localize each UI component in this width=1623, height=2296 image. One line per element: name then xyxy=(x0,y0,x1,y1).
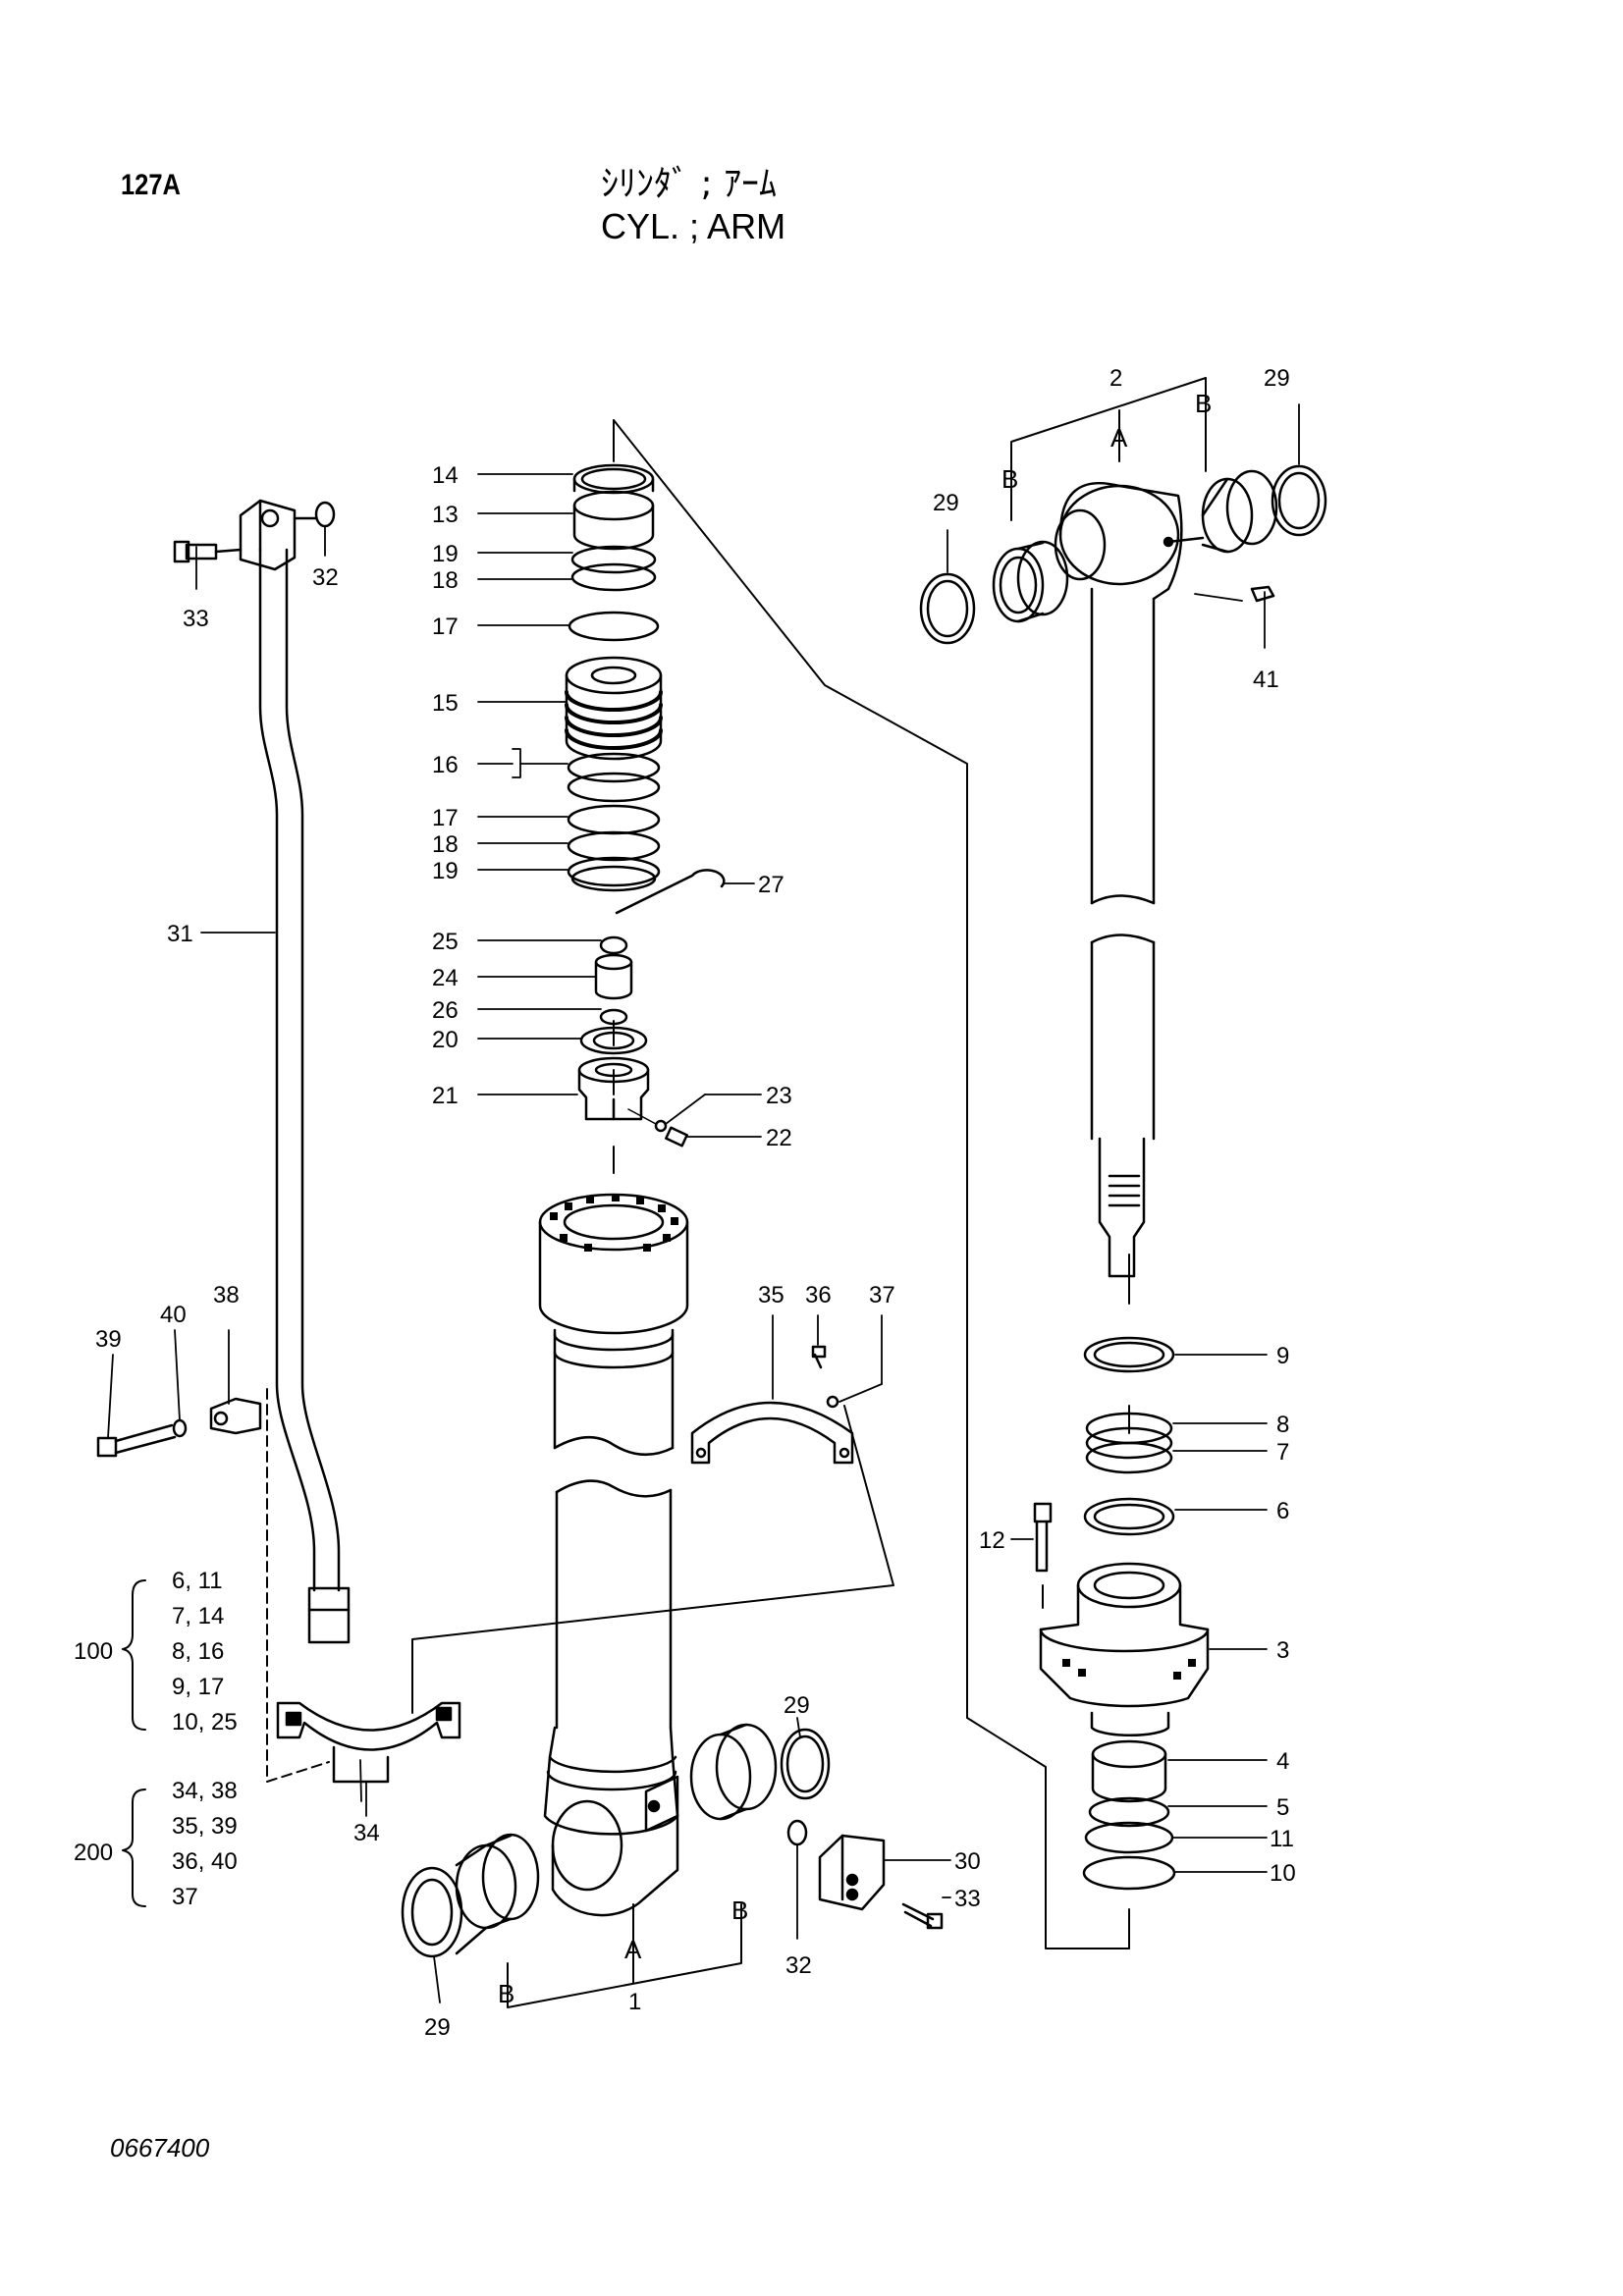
label-3: 3 xyxy=(1276,1637,1289,1664)
leader-lines xyxy=(107,403,1300,2003)
part-number-labels: 14 13 19 18 17 15 16 17 18 19 27 25 24 2… xyxy=(74,365,1296,2041)
label-16: 16 xyxy=(432,752,459,778)
label-38: 38 xyxy=(213,1282,240,1308)
reference-brackets xyxy=(507,377,1207,2008)
label-22: 22 xyxy=(766,1125,792,1151)
kit-200-id: 200 xyxy=(74,1840,113,1866)
kit-200-item: 34, 38 xyxy=(172,1778,238,1804)
letter-a-bottom: A xyxy=(624,1935,642,1964)
valve-block xyxy=(818,1834,944,1930)
label-10: 10 xyxy=(1270,1860,1296,1887)
label-25: 25 xyxy=(432,929,459,955)
label-17b: 17 xyxy=(432,805,459,831)
title-english: CYL. ; ARM xyxy=(601,206,786,246)
clamp-assemblies xyxy=(96,1345,854,1784)
letter-b-bottom-right: B xyxy=(731,1896,748,1925)
kit-200-item: 35, 39 xyxy=(172,1813,238,1840)
label-41: 41 xyxy=(1253,667,1279,693)
label-29-top-right: 29 xyxy=(1264,365,1290,392)
label-4: 4 xyxy=(1276,1748,1289,1775)
label-27: 27 xyxy=(758,872,784,898)
label-29-top-left: 29 xyxy=(933,490,959,516)
piston-rod xyxy=(919,464,1327,1278)
label-34: 34 xyxy=(353,1820,380,1846)
letter-a-top: A xyxy=(1110,423,1128,453)
kit-200-item: 36, 40 xyxy=(172,1848,238,1875)
rod-seal-stack xyxy=(1033,1336,1210,1891)
label-29-mid: 29 xyxy=(784,1692,810,1719)
label-33-bottom: 33 xyxy=(954,1886,981,1912)
label-36: 36 xyxy=(805,1282,832,1308)
kit-100-item: 8, 16 xyxy=(172,1638,224,1665)
label-33-top: 33 xyxy=(183,606,209,632)
hose-pipe xyxy=(173,499,351,1644)
label-13: 13 xyxy=(432,502,459,528)
label-21: 21 xyxy=(432,1083,459,1109)
label-29-bottom: 29 xyxy=(424,2014,451,2041)
label-32-bottom: 32 xyxy=(785,1952,812,1979)
letter-b-top-right: B xyxy=(1195,389,1212,418)
label-14: 14 xyxy=(432,462,459,489)
label-12: 12 xyxy=(979,1527,1005,1554)
label-35: 35 xyxy=(758,1282,784,1308)
label-5: 5 xyxy=(1276,1794,1289,1821)
label-37: 37 xyxy=(869,1282,895,1308)
label-19: 19 xyxy=(432,541,459,567)
kit-100-id: 100 xyxy=(74,1638,113,1665)
label-7: 7 xyxy=(1276,1439,1289,1466)
label-31: 31 xyxy=(167,921,193,947)
kit-100-item: 10, 25 xyxy=(172,1709,238,1735)
label-17: 17 xyxy=(432,614,459,640)
letter-b-bottom-left: B xyxy=(498,1979,514,2008)
label-32-top: 32 xyxy=(312,564,339,591)
label-18b: 18 xyxy=(432,831,459,858)
page-code: 127A xyxy=(121,169,181,201)
kit-100-item: 6, 11 xyxy=(172,1568,223,1594)
title-japanese: ｼﾘﾝﾀﾞ ; ｱｰﾑ xyxy=(601,164,778,204)
label-39: 39 xyxy=(95,1326,122,1353)
label-40: 40 xyxy=(160,1302,187,1328)
drawing-number: 0667400 xyxy=(110,2133,210,2163)
cylinder-tube xyxy=(401,1193,831,1958)
label-6: 6 xyxy=(1276,1498,1289,1524)
label-30: 30 xyxy=(954,1848,981,1875)
kit-100-item: 9, 17 xyxy=(172,1674,224,1700)
kit-200-item: 37 xyxy=(172,1884,198,1910)
label-24: 24 xyxy=(432,965,459,991)
label-18: 18 xyxy=(432,567,459,594)
label-11: 11 xyxy=(1270,1826,1294,1852)
piston-seal-stack xyxy=(565,463,726,1148)
kit-100-item: 7, 14 xyxy=(172,1603,224,1629)
label-26: 26 xyxy=(432,997,459,1024)
assembly-guide-lines xyxy=(266,419,1130,1949)
label-8: 8 xyxy=(1276,1412,1289,1438)
label-9: 9 xyxy=(1276,1343,1289,1369)
label-15: 15 xyxy=(432,690,459,717)
label-20: 20 xyxy=(432,1027,459,1053)
kit-braces xyxy=(122,1579,146,1907)
letter-b-top-left: B xyxy=(1001,464,1018,494)
label-2: 2 xyxy=(1109,365,1122,392)
label-23: 23 xyxy=(766,1083,792,1109)
label-19b: 19 xyxy=(432,858,459,884)
label-1: 1 xyxy=(628,1989,641,2015)
